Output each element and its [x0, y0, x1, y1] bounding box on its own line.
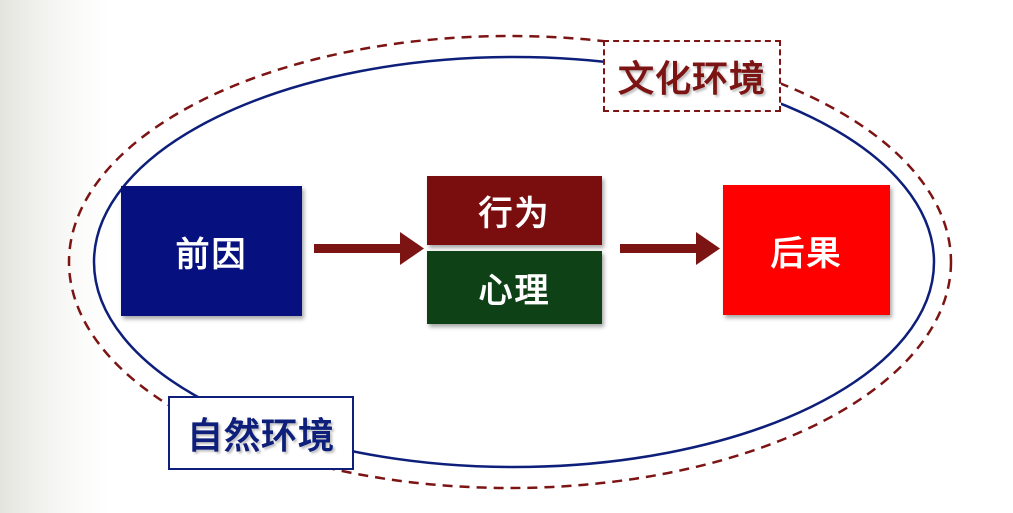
natural-environment-text: 自然环境 — [186, 416, 335, 457]
culture-environment-text: 文化环境 — [617, 59, 766, 100]
result-label: 后果 — [770, 233, 843, 274]
result-box: 后果 — [723, 185, 890, 315]
behavior-label: 行为 — [478, 194, 551, 234]
behavior-box: 行为 — [427, 176, 602, 245]
psychology-box: 心理 — [427, 251, 602, 324]
natural-environment-ellipse — [92, 55, 936, 469]
cause-label: 前因 — [175, 234, 248, 275]
cause-box: 前因 — [121, 186, 302, 316]
culture-environment-ellipse — [67, 34, 953, 490]
natural-environment-label: 自然环境 — [168, 396, 354, 470]
culture-environment-label: 文化环境 — [603, 40, 781, 112]
psychology-label: 心理 — [478, 271, 551, 311]
